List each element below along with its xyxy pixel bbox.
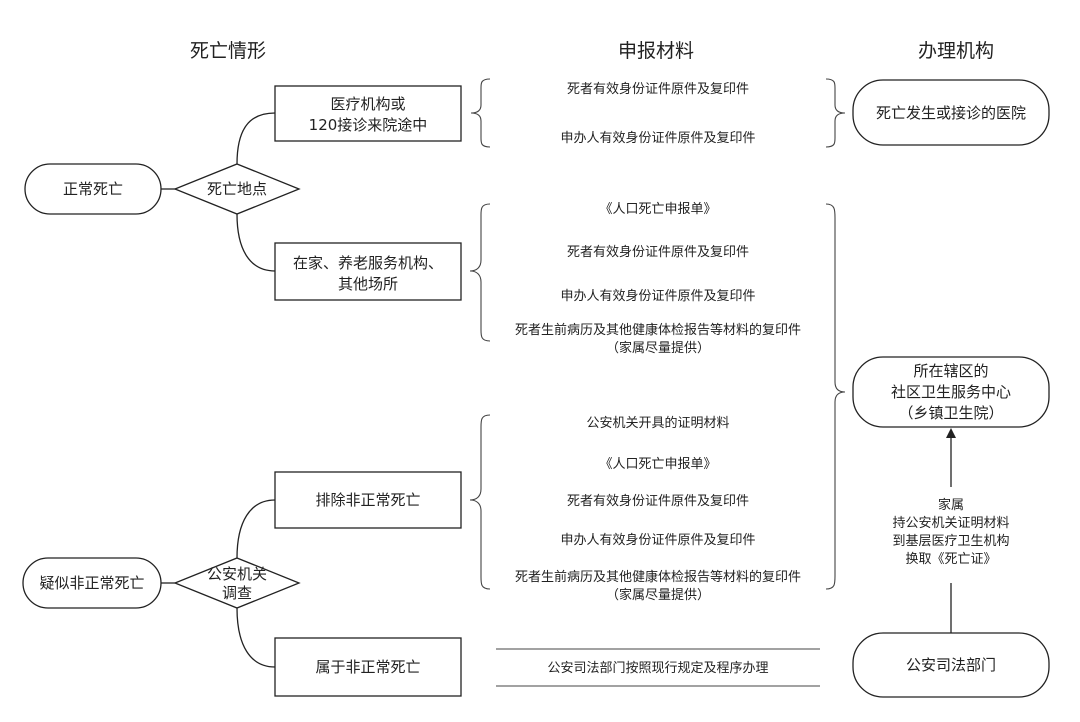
node-suspected-abnormal <box>22 557 162 609</box>
decision-death-place <box>173 163 301 215</box>
arrow-note-line4: 换取《死亡证》 <box>905 552 996 567</box>
connector-place-to-home <box>236 213 276 272</box>
material-home-4: （家属尽量提供） <box>606 340 710 356</box>
brace-home-materials <box>469 203 491 342</box>
material-exclude-5: （家属尽量提供） <box>606 587 710 603</box>
material-home-2: 申办人有效身份证件原件及复印件 <box>560 288 755 304</box>
header-situation: 死亡情形 <box>190 40 266 62</box>
node-suspected-abnormal-label: 疑似非正常死亡 <box>39 574 144 592</box>
node-normal-death <box>24 163 162 215</box>
agency-hospital-label: 死亡发生或接诊的医院 <box>876 104 1026 122</box>
agency-police-judicial-label: 公安司法部门 <box>906 656 996 674</box>
brace-hospital-agency <box>825 78 846 148</box>
node-home <box>274 242 462 301</box>
brace-exclude-materials <box>469 414 491 590</box>
decision-police-line2: 调查 <box>222 584 252 602</box>
node-hospital-line1: 医疗机构或 <box>330 95 405 113</box>
decision-death-place-label: 死亡地点 <box>207 180 267 198</box>
connector-police-to-abnormal <box>236 607 276 668</box>
material-hospital-1: 申办人有效身份证件原件及复印件 <box>560 130 755 146</box>
material-hospital-0: 死者有效身份证件原件及复印件 <box>567 81 749 97</box>
material-exclude-1: 《人口死亡申报单》 <box>599 457 716 472</box>
node-hospital <box>274 85 462 142</box>
node-is-abnormal <box>274 637 462 697</box>
material-home-1: 死者有效身份证件原件及复印件 <box>567 244 749 260</box>
arrow-note-line3: 到基层医疗卫生机构 <box>892 534 1009 549</box>
arrow-note-line1: 家属 <box>938 497 964 513</box>
agency-community-line3: （乡镇卫生院） <box>898 404 1003 422</box>
connector-place-to-hospital <box>236 112 276 165</box>
header-materials: 申报材料 <box>618 40 694 62</box>
node-is-abnormal-label: 属于非正常死亡 <box>315 658 420 676</box>
node-home-line2: 其他场所 <box>338 275 398 293</box>
brace-hospital-materials <box>470 78 491 148</box>
material-home-0: 《人口死亡申报单》 <box>599 202 716 217</box>
header-agency: 办理机构 <box>918 40 994 62</box>
agency-hospital <box>852 79 1050 146</box>
agency-community-health <box>852 356 1050 428</box>
node-normal-death-label: 正常死亡 <box>63 180 123 198</box>
agency-community-line2: 社区卫生服务中心 <box>891 383 1011 401</box>
decision-police-line1: 公安机关 <box>207 565 267 583</box>
material-exclude-0: 公安机关开具的证明材料 <box>586 415 729 431</box>
material-exclude-4: 死者生前病历及其他健康体检报告等材料的复印件 <box>515 569 801 585</box>
material-exclude-2: 死者有效身份证件原件及复印件 <box>567 493 749 509</box>
arrow-note-line2: 持公安机关证明材料 <box>892 516 1009 531</box>
material-exclude-3: 申办人有效身份证件原件及复印件 <box>560 532 755 548</box>
material-home-3: 死者生前病历及其他健康体检报告等材料的复印件 <box>515 322 801 338</box>
decision-police-investigation <box>173 557 301 609</box>
node-exclude-abnormal <box>274 471 462 529</box>
node-exclude-abnormal-label: 排除非正常死亡 <box>315 491 420 509</box>
node-hospital-line2: 120接诊来院途中 <box>309 116 428 134</box>
material-abnormal: 公安司法部门按照现行规定及程序办理 <box>547 661 768 676</box>
connector-police-to-exclude <box>236 499 276 559</box>
brace-community-agency <box>825 203 846 590</box>
node-home-line1: 在家、养老服务机构、 <box>293 254 443 272</box>
agency-community-line1: 所在辖区的 <box>913 362 988 380</box>
